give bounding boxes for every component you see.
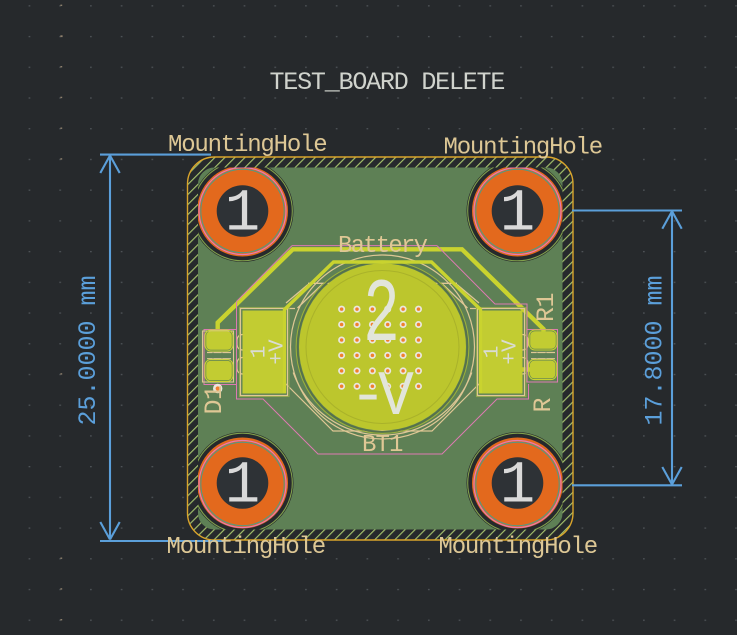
svg-text:1: 1	[225, 453, 260, 520]
svg-text:1: 1	[500, 453, 535, 520]
svg-text:17.8000 mm: 17.8000 mm	[641, 275, 670, 425]
svg-text:BT1: BT1	[362, 432, 403, 459]
svg-text:1: 1	[225, 181, 260, 248]
svg-text:R: R	[529, 397, 558, 412]
svg-text:25.0000 mm: 25.0000 mm	[74, 275, 103, 425]
svg-text:1+V: 1+V	[482, 339, 523, 365]
svg-text:MountingHole: MountingHole	[168, 132, 326, 159]
svg-text:D1: D1	[200, 385, 229, 414]
svg-text:-: -	[349, 362, 387, 433]
svg-text:TEST_BOARD DELETE: TEST_BOARD DELETE	[270, 68, 505, 97]
svg-text:V: V	[378, 363, 414, 434]
svg-text:Battery: Battery	[338, 233, 428, 260]
svg-text:R1: R1	[532, 293, 561, 322]
svg-text:2: 2	[363, 266, 400, 368]
svg-text:MountingHole: MountingHole	[444, 135, 602, 162]
svg-text:MountingHole: MountingHole	[167, 534, 325, 561]
svg-text:MountingHole: MountingHole	[439, 534, 597, 561]
svg-text:1: 1	[500, 181, 535, 248]
